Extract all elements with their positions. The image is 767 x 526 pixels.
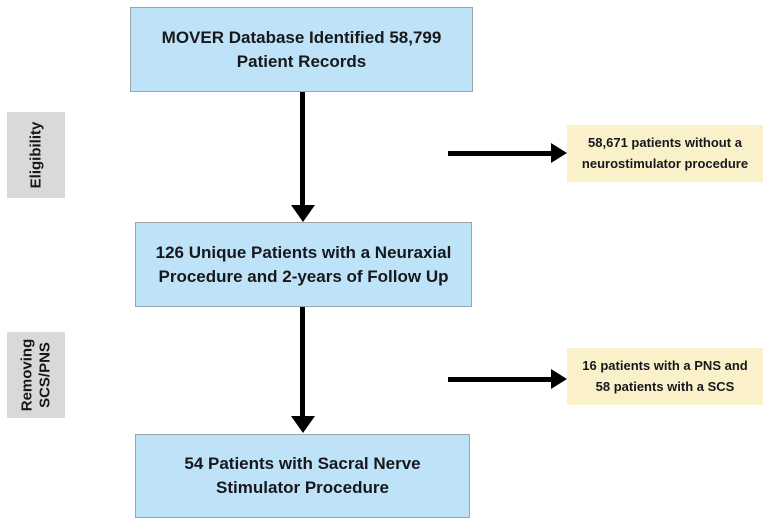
arrow-down-icon <box>291 416 315 433</box>
arrow-line <box>300 307 305 417</box>
arrow-line <box>300 92 305 205</box>
stage-label-removing-scs-pns: Removing SCS/PNS <box>7 332 65 418</box>
stage-label-eligibility: Eligibility <box>7 112 65 198</box>
stage-label-removing-scs-pns-text: Removing SCS/PNS <box>18 338 54 412</box>
arrow-right-icon <box>551 143 567 163</box>
stage-label-eligibility-text: Eligibility <box>27 121 44 189</box>
exclusion-box-pns-scs: 16 patients with a PNS and 58 patients w… <box>567 348 763 405</box>
process-box-unique-patients: 126 Unique Patients with a Neuraxial Pro… <box>135 222 472 307</box>
arrow-down-icon <box>291 205 315 222</box>
exclusion-box-no-neurostimulator: 58,671 patients without a neurostimulato… <box>567 125 763 182</box>
process-box-mover-database: MOVER Database Identified 58,799 Patient… <box>130 7 473 92</box>
arrow-line <box>448 377 552 382</box>
arrow-right-icon <box>551 369 567 389</box>
process-box-sacral-nerve: 54 Patients with Sacral Nerve Stimulator… <box>135 434 470 518</box>
arrow-line <box>448 151 552 156</box>
